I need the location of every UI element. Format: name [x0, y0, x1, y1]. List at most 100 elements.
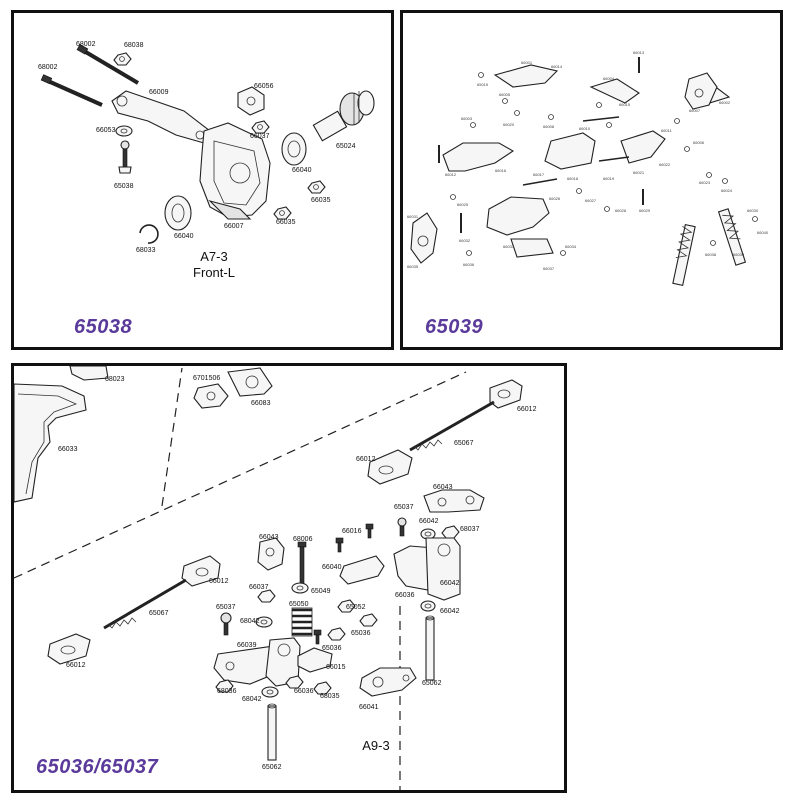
part-label: 65062 [422, 680, 442, 687]
part-label: 68035 [320, 693, 340, 700]
reference-line [161, 367, 183, 507]
panel-65036-65037: 68023 6701506 66083 66012 66033 65067 66… [11, 363, 567, 793]
part-label: 66040 [757, 230, 769, 235]
screw-icon [313, 629, 322, 645]
link-arm-icon [423, 489, 485, 513]
part-label: 66035 [407, 264, 419, 269]
part-label: 66007 [689, 108, 701, 113]
part-label: 66036 [294, 688, 314, 695]
part-label: 65036 [351, 630, 371, 637]
link-arm-icon [257, 537, 285, 571]
bearing-icon [164, 195, 192, 231]
part-label: 68023 [105, 376, 125, 383]
bearing-icon [261, 686, 279, 698]
part-label: 66014 [551, 64, 563, 69]
shock-absorber-icon [717, 208, 747, 266]
part-label: 66037 [249, 584, 269, 591]
nut-icon [327, 627, 346, 641]
nut-icon [359, 613, 378, 627]
bearing-icon [255, 616, 273, 628]
bearing-icon [291, 582, 309, 594]
nut-icon [113, 52, 132, 66]
part-code-65039: 65039 [425, 316, 484, 338]
ball-stud-icon [118, 140, 132, 174]
pin-icon [582, 116, 620, 122]
rod-end-icon [367, 449, 413, 485]
part-label: 66012 [445, 172, 457, 177]
part-label: 66021 [633, 170, 645, 175]
nut-icon [313, 681, 332, 695]
part-label: 66042 [419, 518, 439, 525]
exploded-suspension-diagram [410, 57, 758, 287]
screw-icon [335, 537, 344, 553]
part-label: 66019 [603, 176, 615, 181]
rod-end-icon [181, 555, 221, 587]
part-label: 65049 [311, 588, 331, 595]
part-label: 66053 [96, 127, 116, 134]
part-label: 66009 [149, 89, 169, 96]
part-label: 66040 [322, 564, 342, 571]
part-label: 66012 [66, 662, 86, 669]
part-label: 66015 [326, 664, 346, 671]
pin-icon [267, 703, 277, 761]
part-label: 66041 [359, 704, 379, 711]
screw-icon [297, 541, 307, 586]
rod-end-icon [47, 633, 91, 665]
part-label: 66006 [693, 140, 705, 145]
turnbuckle-icon [103, 578, 187, 630]
nut-icon [285, 675, 304, 689]
part-label: 66035 [311, 197, 331, 204]
part-label: 68002 [76, 41, 96, 48]
nut-icon [441, 525, 460, 539]
part-label: 66003 [461, 116, 473, 121]
part-label: 66023 [699, 180, 711, 185]
part-label: 65038 [114, 183, 134, 190]
nut-icon [273, 206, 292, 220]
part-label: 66016 [495, 168, 507, 173]
part-label: 6701506 [193, 375, 221, 382]
front-knuckle-diagram [40, 43, 375, 244]
part-label: 68038 [124, 42, 144, 49]
part-label: 66031 [407, 214, 419, 219]
nut-icon [257, 589, 276, 603]
screw-icon [40, 74, 103, 107]
reference-line [14, 371, 467, 579]
part-label: 65036 [322, 645, 342, 652]
ball-stud-icon [397, 517, 407, 537]
part-label: 68033 [136, 247, 156, 254]
part-label: 66001 [521, 60, 533, 65]
part-label: 66012 [356, 456, 376, 463]
panel-65038: 68002 68038 68002 66009 66056 66053 6603… [11, 10, 394, 350]
part-label: 66037 [250, 133, 270, 140]
steering-assembly-diagram [14, 366, 523, 790]
screw-icon [76, 43, 140, 85]
part-label: 68037 [460, 526, 480, 533]
part-label: 68036 [217, 688, 237, 695]
part-label: 65062 [262, 764, 282, 771]
panel-65039: 66013 66001 66014 65015 66005 66004 6601… [400, 10, 783, 350]
part-label: 66043 [259, 534, 279, 541]
knuckle-body [199, 122, 271, 218]
pin-icon [522, 178, 558, 186]
nut-icon [251, 120, 270, 134]
part-label: 66022 [659, 162, 671, 167]
part-label: 65037 [216, 604, 236, 611]
part-label: 66005 [499, 92, 511, 97]
part-label: 65067 [149, 610, 169, 617]
part-label: 66012 [209, 578, 229, 585]
caption-side: Front-L [193, 265, 235, 281]
part-label: 65024 [336, 143, 356, 150]
nut-icon [307, 180, 326, 194]
screw-icon [365, 523, 374, 539]
part-label: 66083 [251, 400, 271, 407]
part-label: 68042 [242, 696, 262, 703]
part-label: 66010 [579, 126, 591, 131]
part-label: 68006 [293, 536, 313, 543]
pin-icon [425, 615, 435, 681]
nut-icon [337, 599, 356, 613]
part-label: 66025 [457, 202, 469, 207]
ball-stud-icon [220, 612, 232, 636]
part-label: 66024 [721, 188, 733, 193]
part-label: 66029 [639, 208, 651, 213]
part-label: 66007 [224, 223, 244, 230]
